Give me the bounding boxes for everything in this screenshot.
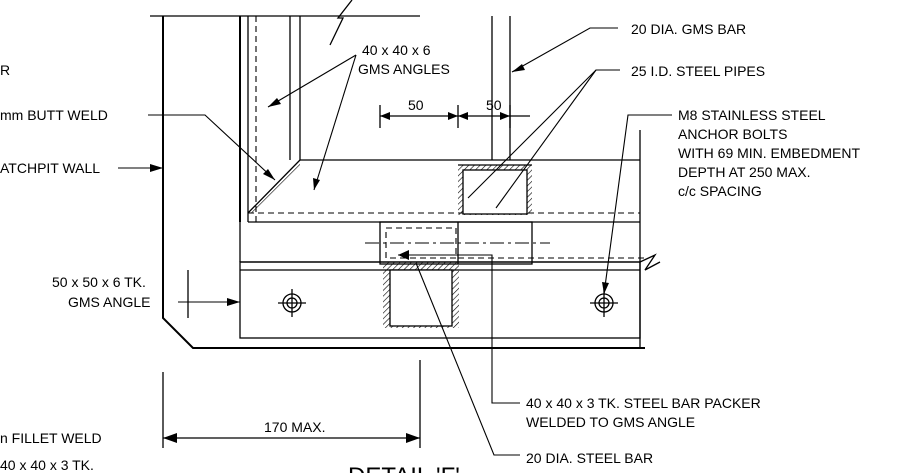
- label-bottom-fragment: 40 x 40 x 3 TK.: [0, 457, 94, 473]
- label-angles-line2: GMS ANGLES: [358, 61, 450, 77]
- label-angles-line1: 40 x 40 x 6: [362, 42, 431, 58]
- butt-weld-hatch: [248, 160, 300, 213]
- label-packer-line2: WELDED TO GMS ANGLE: [526, 414, 695, 430]
- lower-steel-pipe: [383, 262, 459, 328]
- label-r-fragment: R: [0, 62, 10, 78]
- label-anchor-line5: c/c SPACING: [678, 183, 762, 199]
- label-fillet-weld: n FILLET WELD: [0, 430, 102, 446]
- label-gms-bar: 20 DIA. GMS BAR: [631, 21, 746, 37]
- top-break-line: [150, 0, 420, 46]
- leader-lines: [118, 27, 672, 456]
- dimension-50-50: [379, 105, 530, 128]
- anchor-bolt-left: [278, 289, 306, 317]
- dimension-170: [162, 360, 421, 448]
- label-catchpit-wall: ATCHPIT WALL: [0, 160, 100, 176]
- label-packer-line1: 40 x 40 x 3 TK. STEEL BAR PACKER: [526, 395, 761, 411]
- label-steel-bar: 20 DIA. STEEL BAR: [526, 450, 653, 466]
- label-anchor-line1: M8 STAINLESS STEEL: [678, 107, 826, 123]
- detail-title: DETAIL 'F': [348, 463, 460, 473]
- catchpit-wall-outline: [162, 16, 645, 349]
- horizontal-frame: [239, 159, 645, 271]
- label-anchor-line4: DEPTH AT 250 MAX.: [678, 164, 811, 180]
- label-angle50-line2: GMS ANGLE: [68, 294, 150, 310]
- label-anchor-line2: ANCHOR BOLTS: [678, 126, 787, 142]
- dim-170: 170 MAX.: [264, 419, 325, 435]
- gms-angles-vertical: [239, 16, 511, 222]
- upper-steel-pipe: [458, 164, 532, 215]
- label-steel-pipes: 25 I.D. STEEL PIPES: [631, 63, 765, 79]
- label-angle50-line1: 50 x 50 x 6 TK.: [52, 274, 146, 290]
- label-anchor-line3: WITH 69 MIN. EMBEDMENT: [678, 145, 860, 161]
- dim-50-right: 50: [486, 97, 502, 113]
- dim-50-left: 50: [408, 97, 424, 113]
- right-break-line: [639, 253, 661, 271]
- label-butt-weld: mm BUTT WELD: [0, 107, 108, 123]
